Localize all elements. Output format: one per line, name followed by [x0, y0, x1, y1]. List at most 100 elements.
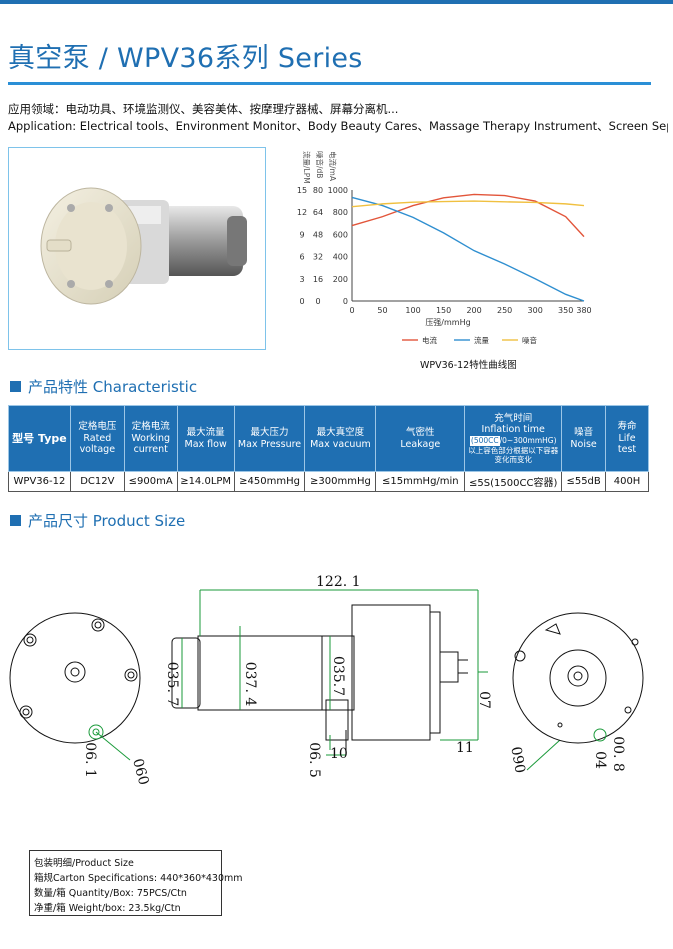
- cell-noise: ≤55dB: [561, 471, 607, 492]
- product-photo: W: [8, 147, 266, 350]
- x-tick-label: 300: [528, 306, 543, 315]
- chart-caption: WPV36-12特性曲线图: [420, 360, 517, 371]
- packing-weight: 净重/箱 Weight/box: 23.5kg/Ctn: [34, 903, 181, 914]
- size-heading-text: 产品尺寸 Product Size: [28, 512, 186, 530]
- dimension-drawing: 122. 1 035. 7 037. 4 035.7 07 10 06. 5 1…: [9, 574, 644, 787]
- x-axis-label: 压强/mmHg: [425, 318, 470, 327]
- y-tick-flow: 3: [299, 275, 304, 284]
- header-rated-voltage: 定格电压 Rated voltage: [69, 405, 125, 472]
- y-tick-current: 1000: [328, 186, 348, 195]
- packing-carton: 箱规Carton Specifications: 440*360*430mm: [34, 873, 243, 884]
- y-tick-current: 400: [333, 253, 348, 262]
- pump-illustration: W: [40, 187, 247, 305]
- packing-quantity: 数量/箱 Quantity/Box: 75PCS/Ctn: [34, 888, 187, 899]
- dim-61: 06. 1: [82, 742, 98, 778]
- application-en: Application: Electrical tools、Environmen…: [8, 119, 668, 133]
- y-tick-flow: 9: [299, 230, 304, 239]
- y-tick-current: 0: [343, 297, 348, 306]
- table-row: WPV36-12 DC12V ≤900mA ≥14.0LPM ≥450mmHg …: [8, 471, 649, 492]
- legend-label: 噪音: [522, 335, 537, 345]
- top-accent-bar: [0, 0, 673, 4]
- characteristic-heading-text: 产品特性 Characteristic: [28, 378, 198, 396]
- spec-header-row: 型号 Type 定格电压 Rated voltage 定格电流 Working …: [8, 405, 649, 472]
- y-tick-current: 600: [333, 230, 348, 239]
- dimension-labels: 122. 1 035. 7 037. 4 035.7 07 10 06. 5 1…: [82, 574, 626, 787]
- y-tick-noise: 48: [313, 230, 323, 239]
- header-working-current: 定格电流 Working current: [123, 405, 178, 472]
- cell-voltage: DC12V: [69, 471, 125, 492]
- axis-title: 噪音/dB: [315, 151, 325, 178]
- dim-length: 122. 1: [316, 574, 361, 590]
- header-max-flow: 最大流量 Max flow: [176, 405, 235, 472]
- dim-10: 10: [330, 746, 348, 762]
- legend-label: 流量: [474, 335, 489, 345]
- packing-title: 包装明细/Product Size: [34, 858, 134, 869]
- y-tick-flow: 6: [299, 253, 304, 262]
- legend-label: 电流: [422, 335, 437, 345]
- application-cn: 应用领域：电动功具、环境监测仪、美容美体、按摩理疗器械、屏幕分离机...: [8, 102, 399, 116]
- cell-leakage: ≤15mmHg/min: [375, 471, 466, 492]
- title-divider: [8, 82, 651, 85]
- left-end-view: [9, 612, 141, 744]
- cell-life: 400H: [605, 471, 649, 492]
- y-tick-noise: 80: [313, 186, 323, 195]
- characteristic-heading: 产品特性 Characteristic: [10, 376, 197, 397]
- header-max-vacuum: 最大真空度 Max vacuum: [304, 405, 377, 472]
- x-tick-label: 250: [497, 306, 512, 315]
- y-tick-noise: 32: [313, 253, 323, 262]
- right-end-view: [512, 612, 644, 744]
- spec-table: 型号 Type 定格电压 Rated voltage 定格电流 Working …: [8, 405, 649, 492]
- x-tick-label: 150: [436, 306, 451, 315]
- y-tick-noise: 16: [313, 275, 323, 284]
- cell-inflation: ≤5S(1500CC容器): [464, 471, 563, 492]
- dim-357-left: 035. 7: [164, 662, 180, 707]
- series-line-1: [351, 196, 585, 302]
- side-view: [171, 604, 468, 750]
- dim-08: 00. 8: [610, 736, 626, 772]
- y-tick-flow: 12: [297, 208, 307, 217]
- y-tick-noise: 0: [315, 297, 320, 306]
- dim-374: 037. 4: [242, 662, 258, 707]
- section-marker: [10, 515, 21, 526]
- y-tick-flow: 0: [299, 297, 304, 306]
- packing-info-box: 包装明细/Product Size 箱规Carton Specification…: [29, 850, 243, 916]
- x-tick-label: 50: [377, 306, 387, 315]
- dim-60-right: 060: [510, 745, 530, 774]
- header-leakage: 气密性 Leakage: [375, 405, 466, 472]
- axis-title: 电流/mA: [328, 151, 338, 182]
- header-noise: 噪音 Noise: [561, 405, 607, 472]
- x-tick-label: 380: [576, 306, 591, 315]
- cell-flow: ≥14.0LPM: [176, 471, 235, 492]
- x-tick-label: 350: [558, 306, 573, 315]
- series-line-0: [351, 193, 585, 238]
- x-tick-label: 100: [405, 306, 420, 315]
- dim-65: 06. 5: [306, 742, 322, 778]
- cell-pressure: ≥450mmHg: [233, 471, 306, 492]
- page-title: 真空泵 / WPV36系列 Series: [8, 43, 363, 74]
- series-line-2: [351, 200, 585, 208]
- header-inflation-time: 充气时间 Inflation time (500CC/0~300mmHG) 以上…: [464, 405, 563, 472]
- cell-current: ≤900mA: [123, 471, 178, 492]
- dim-357-right: 035.7: [330, 656, 346, 696]
- dim-04: 04: [592, 751, 608, 769]
- y-tick-noise: 64: [313, 208, 323, 217]
- header-type: 型号 Type: [8, 405, 71, 472]
- cell-vacuum: ≥300mmHg: [304, 471, 377, 492]
- y-tick-flow: 15: [297, 186, 307, 195]
- dim-07: 07: [476, 691, 492, 709]
- dim-11: 11: [456, 740, 474, 756]
- x-tick-label: 0: [349, 306, 354, 315]
- size-heading: 产品尺寸 Product Size: [10, 510, 185, 531]
- header-max-pressure: 最大压力 Max Pressure: [233, 405, 306, 472]
- y-tick-current: 800: [333, 208, 348, 217]
- axis-title: 流量/LPM: [302, 151, 312, 184]
- dimension-lines: [95, 589, 561, 771]
- section-marker: [10, 381, 21, 392]
- cell-type: WPV36-12: [8, 471, 71, 492]
- y-tick-current: 200: [333, 275, 348, 284]
- header-life-test: 寿命 Life test: [605, 405, 649, 472]
- x-tick-label: 200: [466, 306, 481, 315]
- dim-60-left: 060: [129, 757, 151, 787]
